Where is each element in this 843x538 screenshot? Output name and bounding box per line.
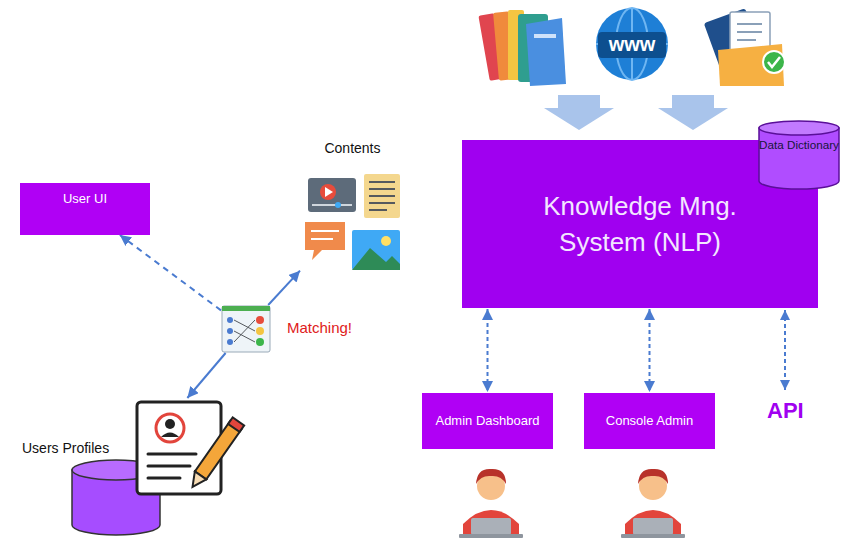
cylinder-body	[759, 128, 839, 189]
connector-arrow	[268, 271, 300, 305]
folder-icon	[704, 8, 785, 86]
cylinder-outline	[758, 120, 840, 190]
globe-icon	[596, 8, 668, 80]
node-label: Admin Dashboard	[435, 413, 539, 429]
matching-icon-node: Matching!	[221, 305, 271, 353]
profile-document	[137, 402, 244, 494]
node-heading: Contents	[300, 140, 405, 158]
contents-icons	[305, 174, 400, 270]
profiles-store: Users Profiles	[20, 398, 240, 533]
connector-arrow	[187, 353, 225, 398]
connector-arrow	[120, 235, 221, 310]
node-label: Console Admin	[606, 413, 693, 429]
dashboard-box: Admin Dashboard	[422, 393, 553, 449]
ui-box: User UI	[20, 183, 150, 235]
books-icon	[478, 10, 566, 86]
cylinder-top	[759, 121, 839, 135]
node-label: User UI	[63, 191, 107, 207]
node-heading: Users Profiles	[22, 440, 109, 458]
node-label: Knowledge Mng. System (NLP)	[515, 188, 765, 261]
contents-group: Contents	[300, 140, 405, 288]
admin-person	[459, 469, 523, 538]
node-heading: Matching!	[287, 319, 352, 338]
matching-icon	[222, 306, 270, 352]
api-label: API	[767, 398, 804, 424]
database-cylinder: Data Dictionary	[758, 120, 840, 190]
console-box: Console Admin	[584, 393, 715, 449]
input-arrows	[544, 95, 728, 130]
connector-arrow	[649, 309, 651, 392]
api-arrow	[784, 310, 786, 390]
node-label: Data Dictionary	[759, 138, 839, 153]
connector-arrow	[487, 309, 489, 392]
admin-person	[621, 469, 685, 538]
globe-text: www	[609, 33, 656, 56]
